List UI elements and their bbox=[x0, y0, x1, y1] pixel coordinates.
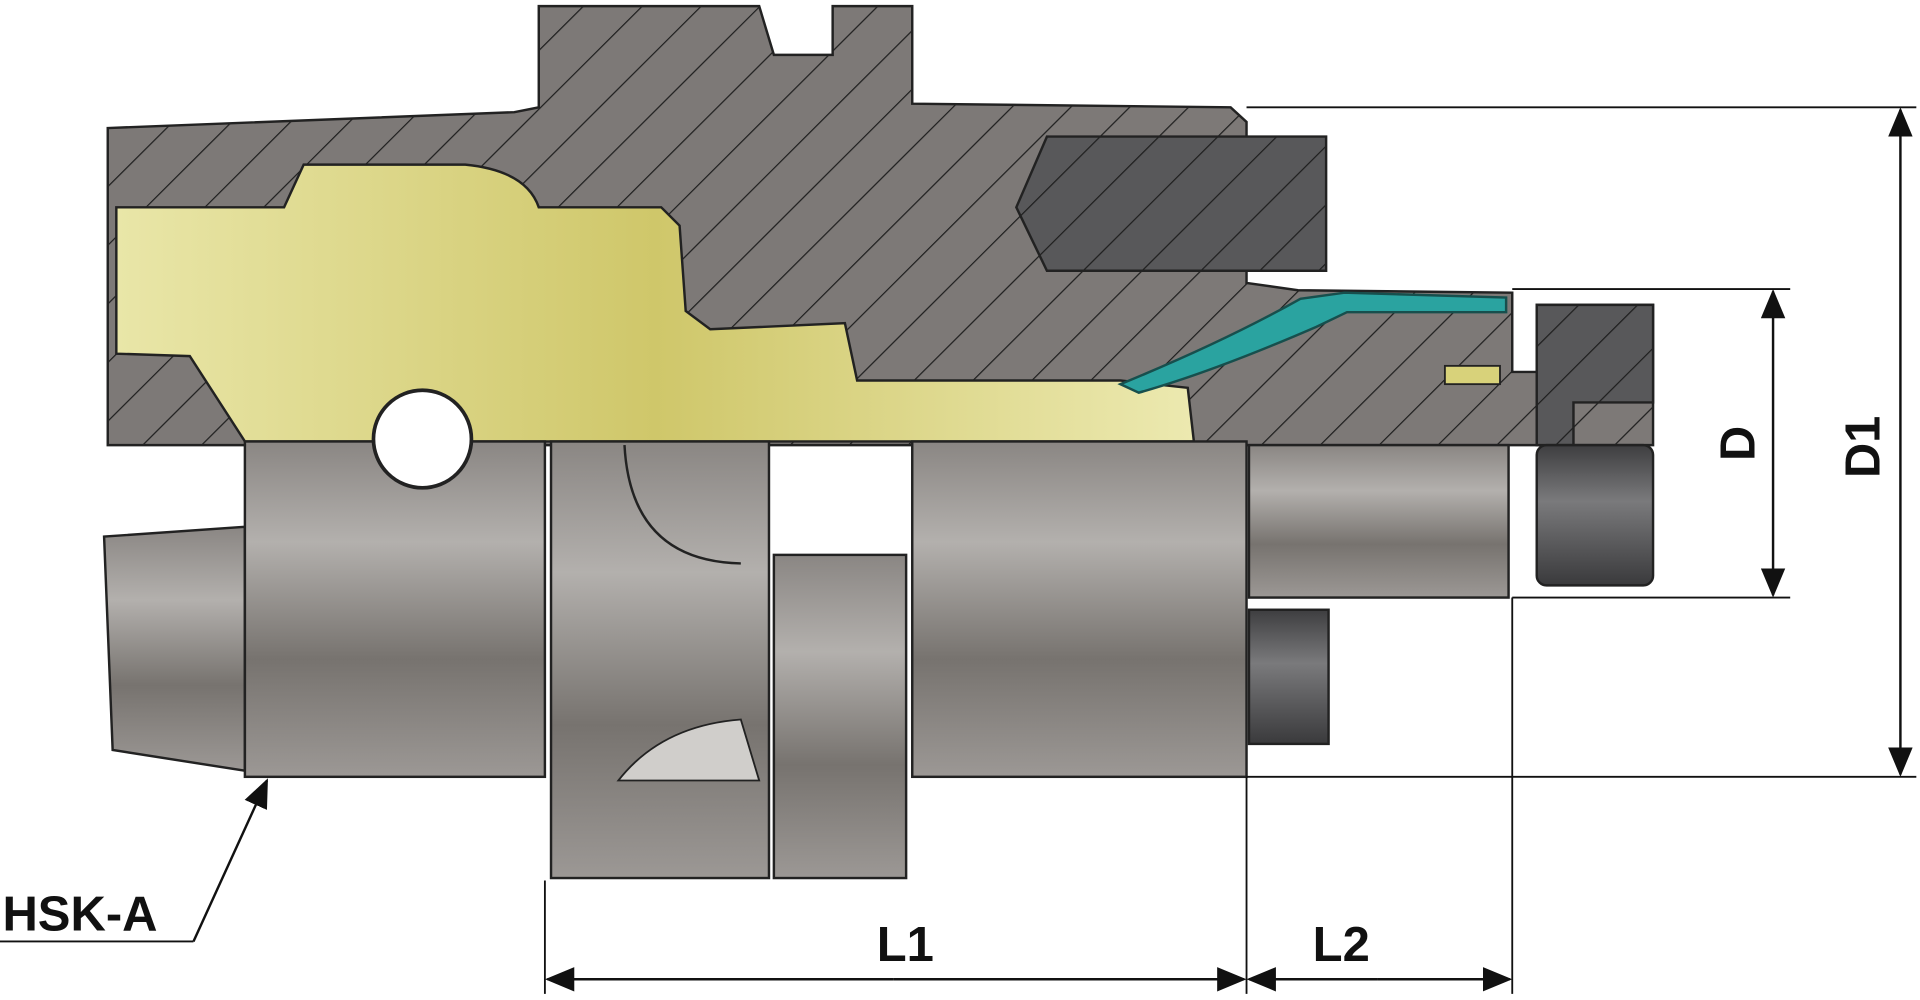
nut-section bbox=[1535, 303, 1655, 447]
nut bbox=[1535, 443, 1655, 587]
clamp-block bbox=[1247, 608, 1330, 746]
hole bbox=[371, 388, 474, 490]
dimension-d1: D1 bbox=[1246, 106, 1917, 778]
coolant-tube-brass bbox=[115, 163, 1196, 443]
seal-ring bbox=[1443, 364, 1501, 386]
dimension-d: D bbox=[1512, 288, 1791, 599]
clamp-insert bbox=[1014, 135, 1328, 272]
tool-shank bbox=[1247, 443, 1510, 599]
label-l1: L1 bbox=[877, 918, 934, 972]
coolant-channel bbox=[1117, 291, 1508, 394]
dimension-l1-l2: L1 L2 bbox=[543, 597, 1514, 994]
label-l2: L2 bbox=[1313, 918, 1370, 972]
label-hsk-a: HSK-A bbox=[2, 888, 157, 942]
label-d: D bbox=[1712, 426, 1766, 461]
label-d1: D1 bbox=[1837, 416, 1891, 478]
hsk-a-callout: HSK-A bbox=[0, 778, 269, 943]
exterior-body bbox=[102, 388, 1248, 880]
